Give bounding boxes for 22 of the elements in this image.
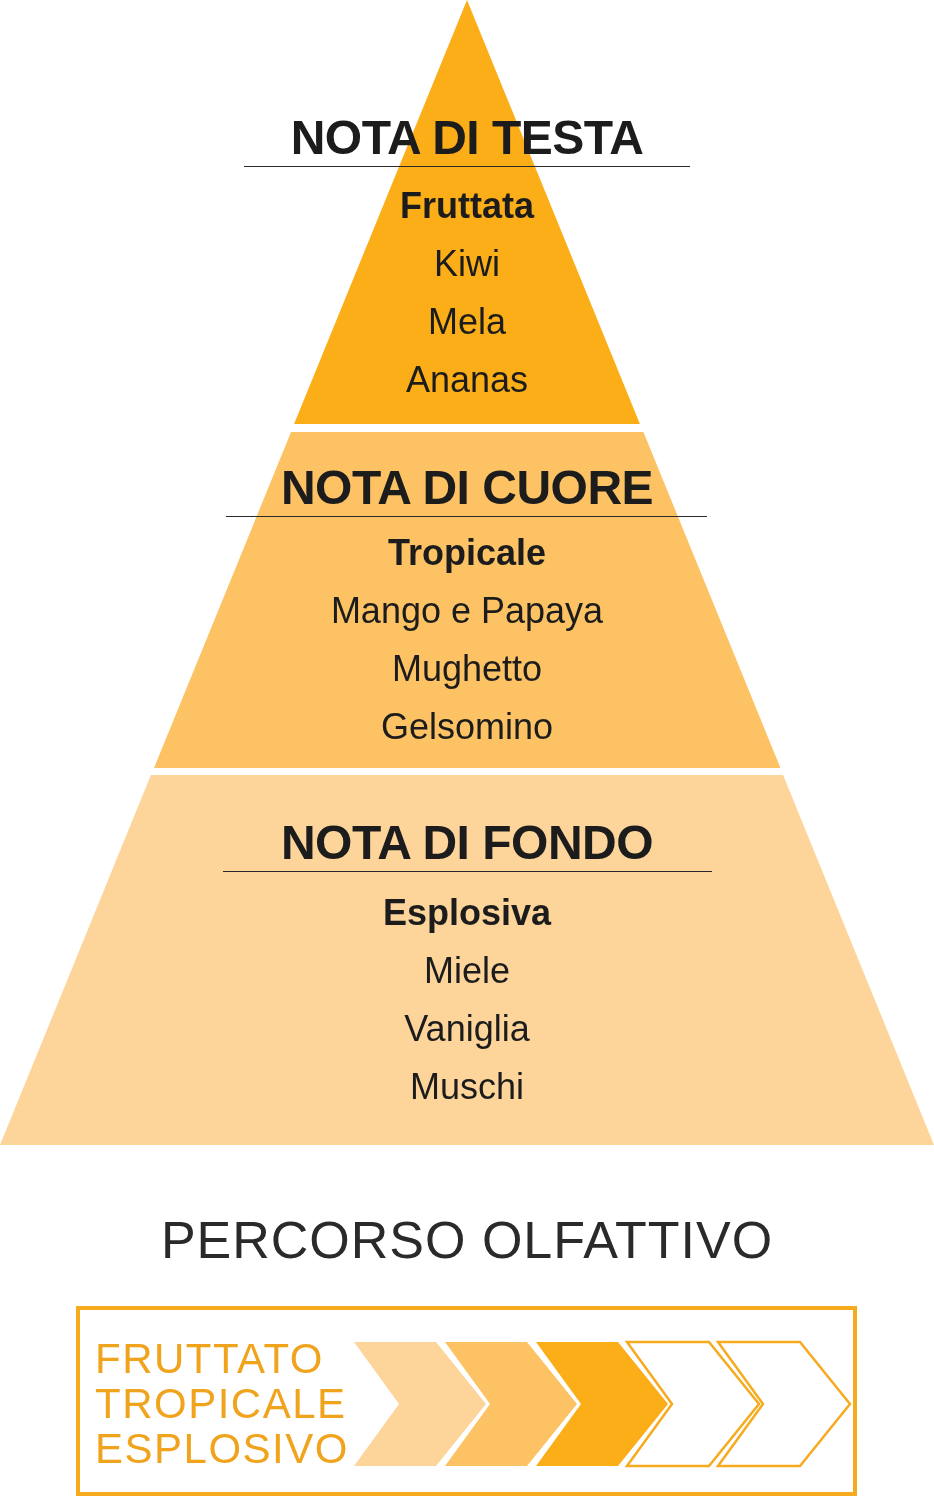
- note-ingredient-label: Miele: [424, 949, 510, 993]
- note-ingredient-label: Gelsomino: [380, 705, 553, 749]
- note-family-label: Tropicale: [387, 531, 546, 575]
- journey-step-label: ESPLOSIVO: [95, 1426, 349, 1471]
- pyramid-tier: [0, 775, 934, 1145]
- pyramid-tier: [153, 432, 781, 768]
- section-title: PERCORSO OLFATTIVO: [160, 1210, 774, 1271]
- note-ingredient-label: Mughetto: [391, 647, 543, 691]
- journey-frame: [76, 1306, 857, 1496]
- note-ingredient-label: Vaniglia: [404, 1007, 530, 1051]
- journey-step-label: TROPICALE: [95, 1381, 347, 1426]
- journey-step-label: FRUTTATO: [95, 1336, 324, 1381]
- note-ingredient-label: Ananas: [405, 358, 529, 402]
- tier-heading: NOTA DI FONDO: [222, 815, 712, 872]
- tier-heading: NOTA DI CUORE: [226, 460, 708, 517]
- note-ingredient-label: Muschi: [410, 1065, 524, 1109]
- note-ingredient-label: Mela: [428, 300, 506, 344]
- note-ingredient-label: Mango e Papaya: [330, 589, 604, 633]
- note-ingredient-label: Kiwi: [434, 242, 500, 286]
- pyramid-tier: [244, 0, 690, 424]
- note-family-label: Esplosiva: [382, 891, 552, 935]
- note-family-label: Fruttata: [400, 184, 534, 228]
